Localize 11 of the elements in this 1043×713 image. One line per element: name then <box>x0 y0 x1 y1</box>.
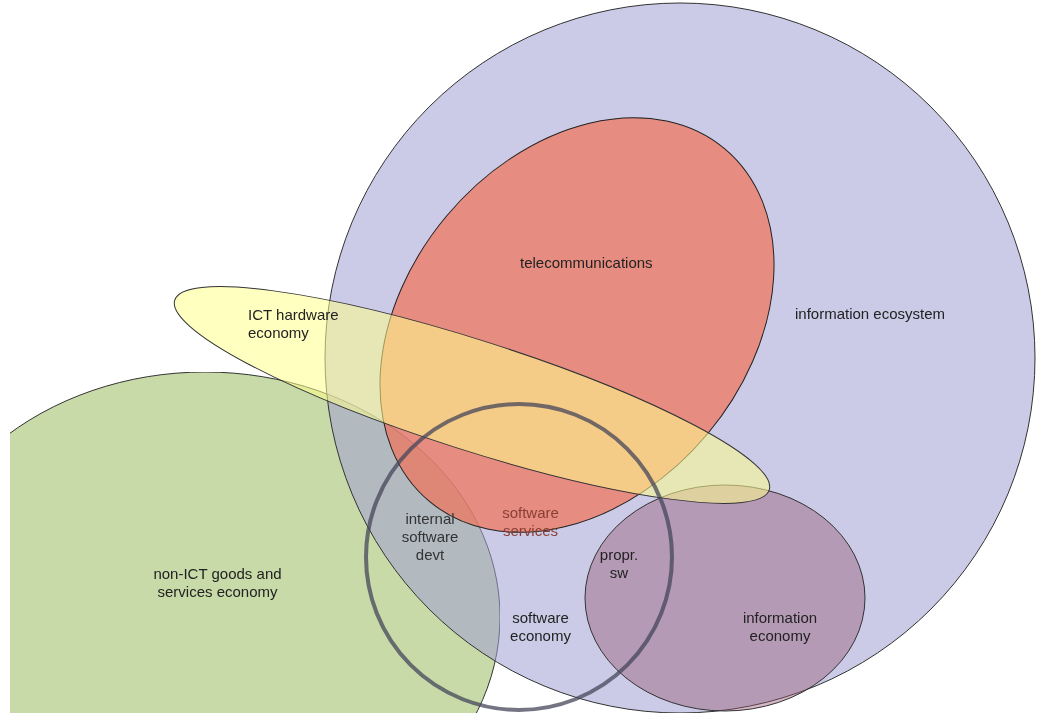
region-label: ICT hardware economy <box>248 306 340 342</box>
overlap-label: propr. sw <box>598 546 640 582</box>
region-label: information economy <box>741 609 819 645</box>
overlap-label: software services <box>501 504 560 540</box>
ellipse-region <box>174 287 770 503</box>
overlap-label: internal software devt <box>400 510 460 564</box>
circle-region <box>10 372 500 713</box>
region-label: software economy <box>509 609 572 645</box>
region-label: non-ICT goods and services economy <box>152 565 283 601</box>
region-label: information ecosystem <box>795 305 947 323</box>
region-label: telecommunications <box>520 254 654 272</box>
